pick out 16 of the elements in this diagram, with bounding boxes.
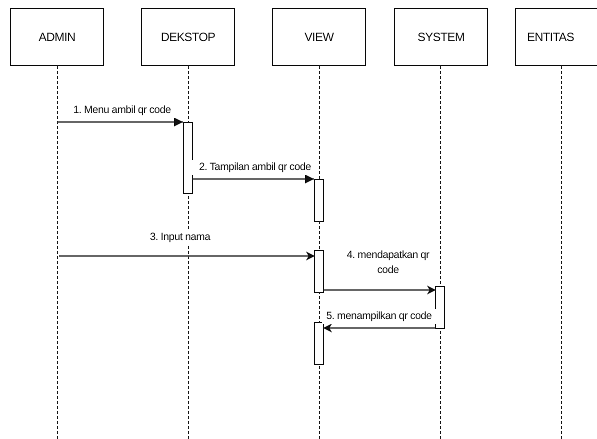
participant-name: ENTITAS <box>527 30 574 44</box>
activation-bar <box>183 122 193 194</box>
activation-bar <box>314 179 324 222</box>
message-arrow <box>324 286 436 294</box>
participant-name: VIEW <box>304 30 334 44</box>
participant-name: SYSTEM <box>418 30 464 44</box>
message-arrow <box>323 324 435 332</box>
message-label: 5. menampilkan qr code <box>322 309 436 324</box>
participant-name: ADMIN <box>38 30 76 44</box>
activation-bar <box>435 286 445 329</box>
activation-bar <box>314 322 324 365</box>
message-arrow <box>193 174 314 184</box>
message-arrow <box>59 252 315 260</box>
participant-name: DEKSTOP <box>160 30 216 44</box>
activation-bar <box>314 250 324 293</box>
message-arrow <box>58 118 183 126</box>
